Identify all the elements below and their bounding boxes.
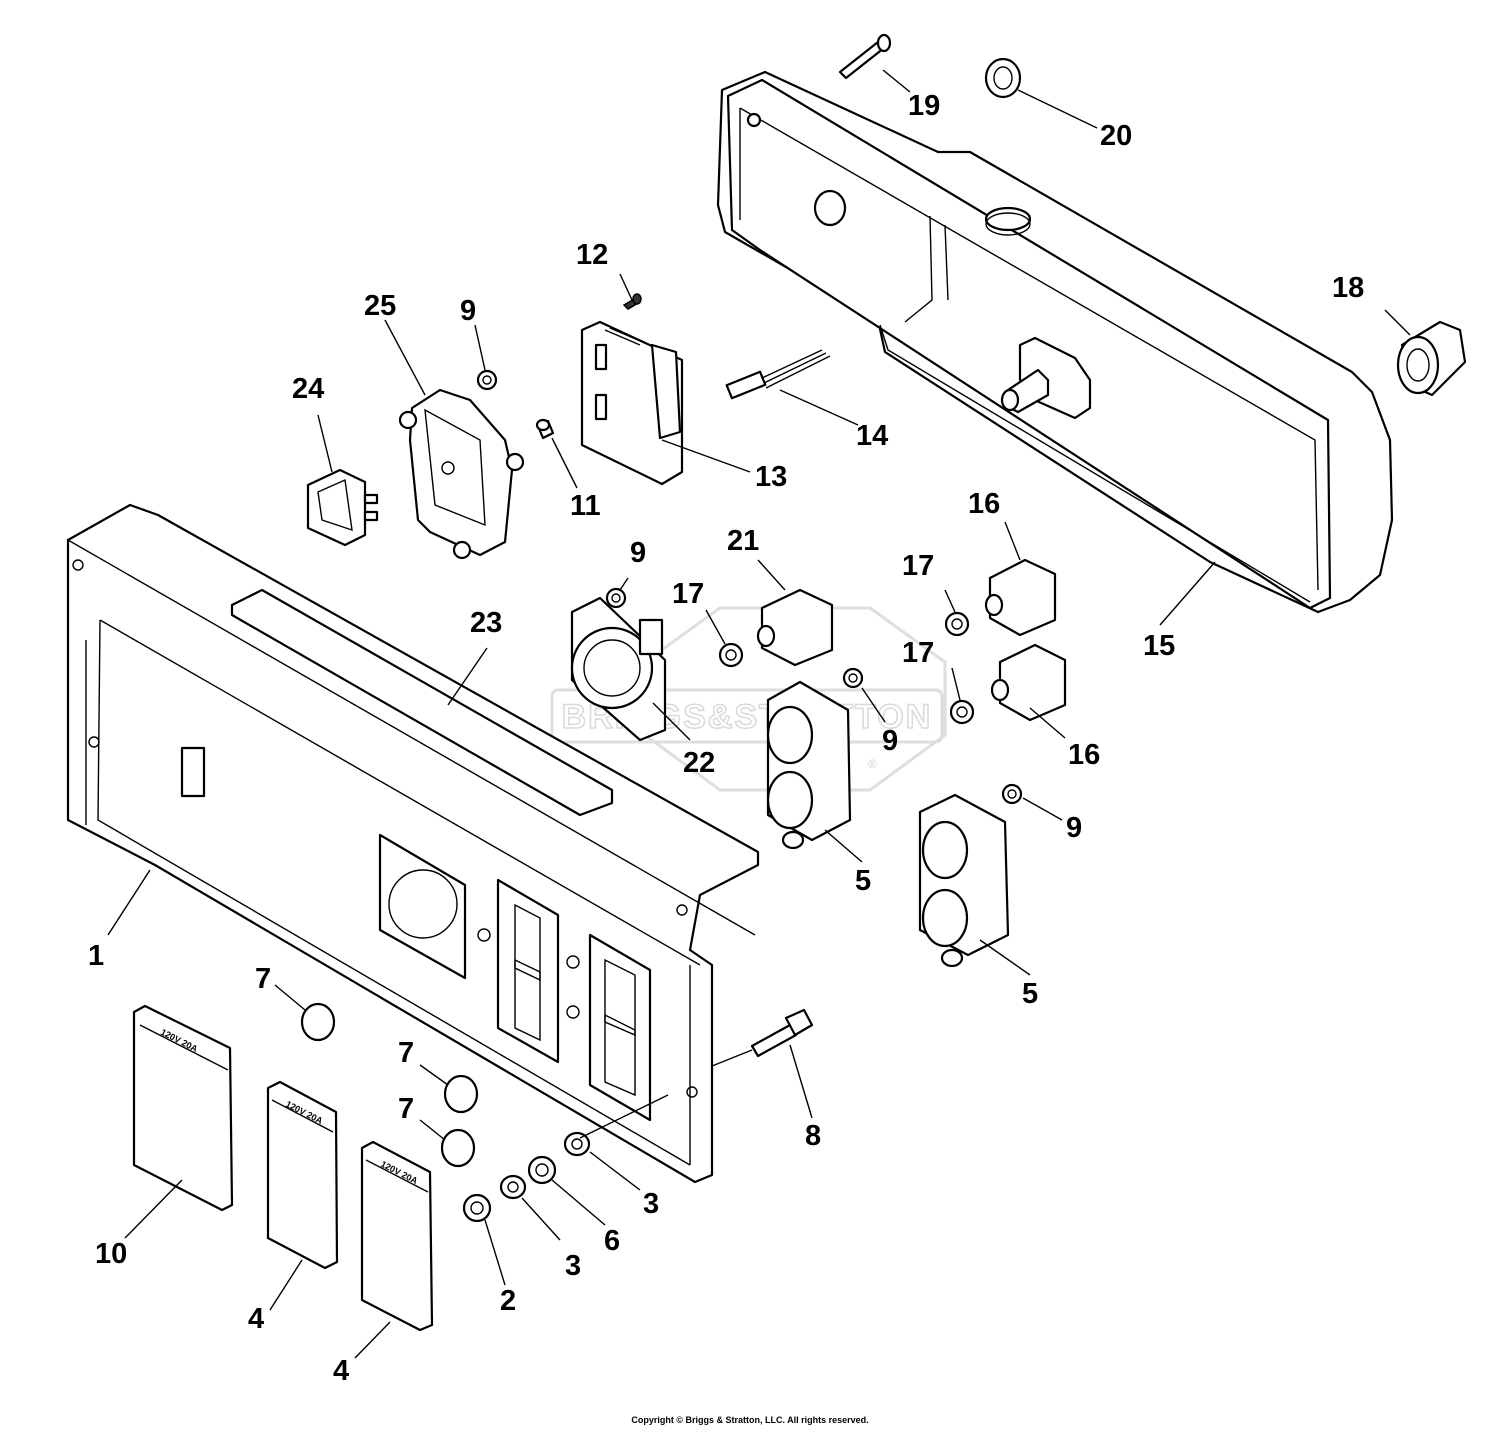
callout-14: 14 — [856, 420, 888, 452]
callout-18: 18 — [1332, 272, 1364, 304]
callout-22: 22 — [683, 747, 715, 779]
callout-24: 24 — [292, 373, 324, 405]
part-20-grommet — [984, 57, 1022, 99]
callout-25: 25 — [364, 290, 396, 322]
callout-19: 19 — [908, 90, 940, 122]
callout-17-top: 17 — [902, 550, 934, 582]
part-4-outlet-cover-right: 120V 20A — [360, 1140, 434, 1332]
part-3-washers — [499, 1131, 591, 1200]
callout-16-top: 16 — [968, 488, 1000, 520]
callout-4-right: 4 — [333, 1355, 349, 1387]
part-12-screw — [622, 293, 642, 310]
callout-17-left: 17 — [672, 578, 704, 610]
callout-10: 10 — [95, 1238, 127, 1270]
callout-4-left: 4 — [248, 1303, 264, 1335]
callout-2: 2 — [500, 1285, 516, 1317]
part-22-twist-lock-outlet — [570, 596, 667, 742]
part-24-rocker-switch — [306, 468, 379, 547]
part-14-wire-harness — [725, 349, 831, 400]
callout-17-bottom: 17 — [902, 637, 934, 669]
part-15-rear-housing — [716, 70, 1394, 614]
callout-12: 12 — [576, 239, 608, 271]
part-7-plugs — [300, 1002, 479, 1168]
callout-7-middle: 7 — [398, 1037, 414, 1069]
callout-7-top: 7 — [255, 963, 271, 995]
callout-3-upper: 3 — [643, 1188, 659, 1220]
part-8-bolt — [711, 1008, 814, 1067]
leader-lines — [107, 69, 1411, 1359]
callout-9-right: 9 — [1066, 812, 1082, 844]
callout-23: 23 — [470, 607, 502, 639]
callout-5-upper: 5 — [855, 865, 871, 897]
part-5-duplex-outlet-upper — [766, 680, 852, 850]
part-17-washers — [718, 611, 975, 725]
callout-21: 21 — [727, 525, 759, 557]
callout-16-bottom: 16 — [1068, 739, 1100, 771]
callout-3-lower: 3 — [565, 1250, 581, 1282]
part-9-nuts — [476, 369, 1023, 805]
part-19-bolt — [838, 33, 892, 80]
part-6-nut — [527, 1155, 557, 1185]
callout-9-top: 9 — [460, 295, 476, 327]
part-16-circuit-breaker-upper — [984, 558, 1057, 637]
part-16-circuit-breaker-lower — [990, 643, 1067, 722]
callout-8: 8 — [805, 1120, 821, 1152]
watermark-banner — [550, 688, 944, 744]
part-21-circuit-breaker — [756, 588, 834, 667]
callout-6: 6 — [604, 1225, 620, 1257]
callout-13: 13 — [755, 461, 787, 493]
callout-7-bottom: 7 — [398, 1093, 414, 1125]
part-1-main-panel — [66, 503, 760, 1184]
part-5-duplex-outlet-lower — [918, 793, 1010, 968]
callout-20: 20 — [1100, 120, 1132, 152]
callout-5-lower: 5 — [1022, 978, 1038, 1010]
callout-11: 11 — [570, 490, 601, 522]
callout-9-middle: 9 — [882, 725, 898, 757]
part-11-spacer — [535, 418, 555, 440]
part-10-outlet-cover: 120V 20A — [132, 1004, 234, 1212]
callout-9-outlet: 9 — [630, 537, 646, 569]
callout-1: 1 — [88, 940, 104, 972]
part-18-boot — [1396, 320, 1467, 397]
callout-15: 15 — [1143, 630, 1175, 662]
part-4-outlet-cover-left: 120V 20A — [266, 1080, 339, 1270]
part-2-nut — [462, 1193, 492, 1223]
watermark-registered-mark: ® — [868, 757, 877, 771]
callout-numbers: 1 2 3 3 4 4 5 5 6 7 7 7 8 9 9 9 9 10 11 … — [88, 90, 1364, 1387]
part-25-bracket — [398, 388, 525, 560]
part-13-circuit-board — [580, 320, 684, 486]
copyright-notice: Copyright © Briggs & Stratton, LLC. All … — [631, 1415, 869, 1425]
